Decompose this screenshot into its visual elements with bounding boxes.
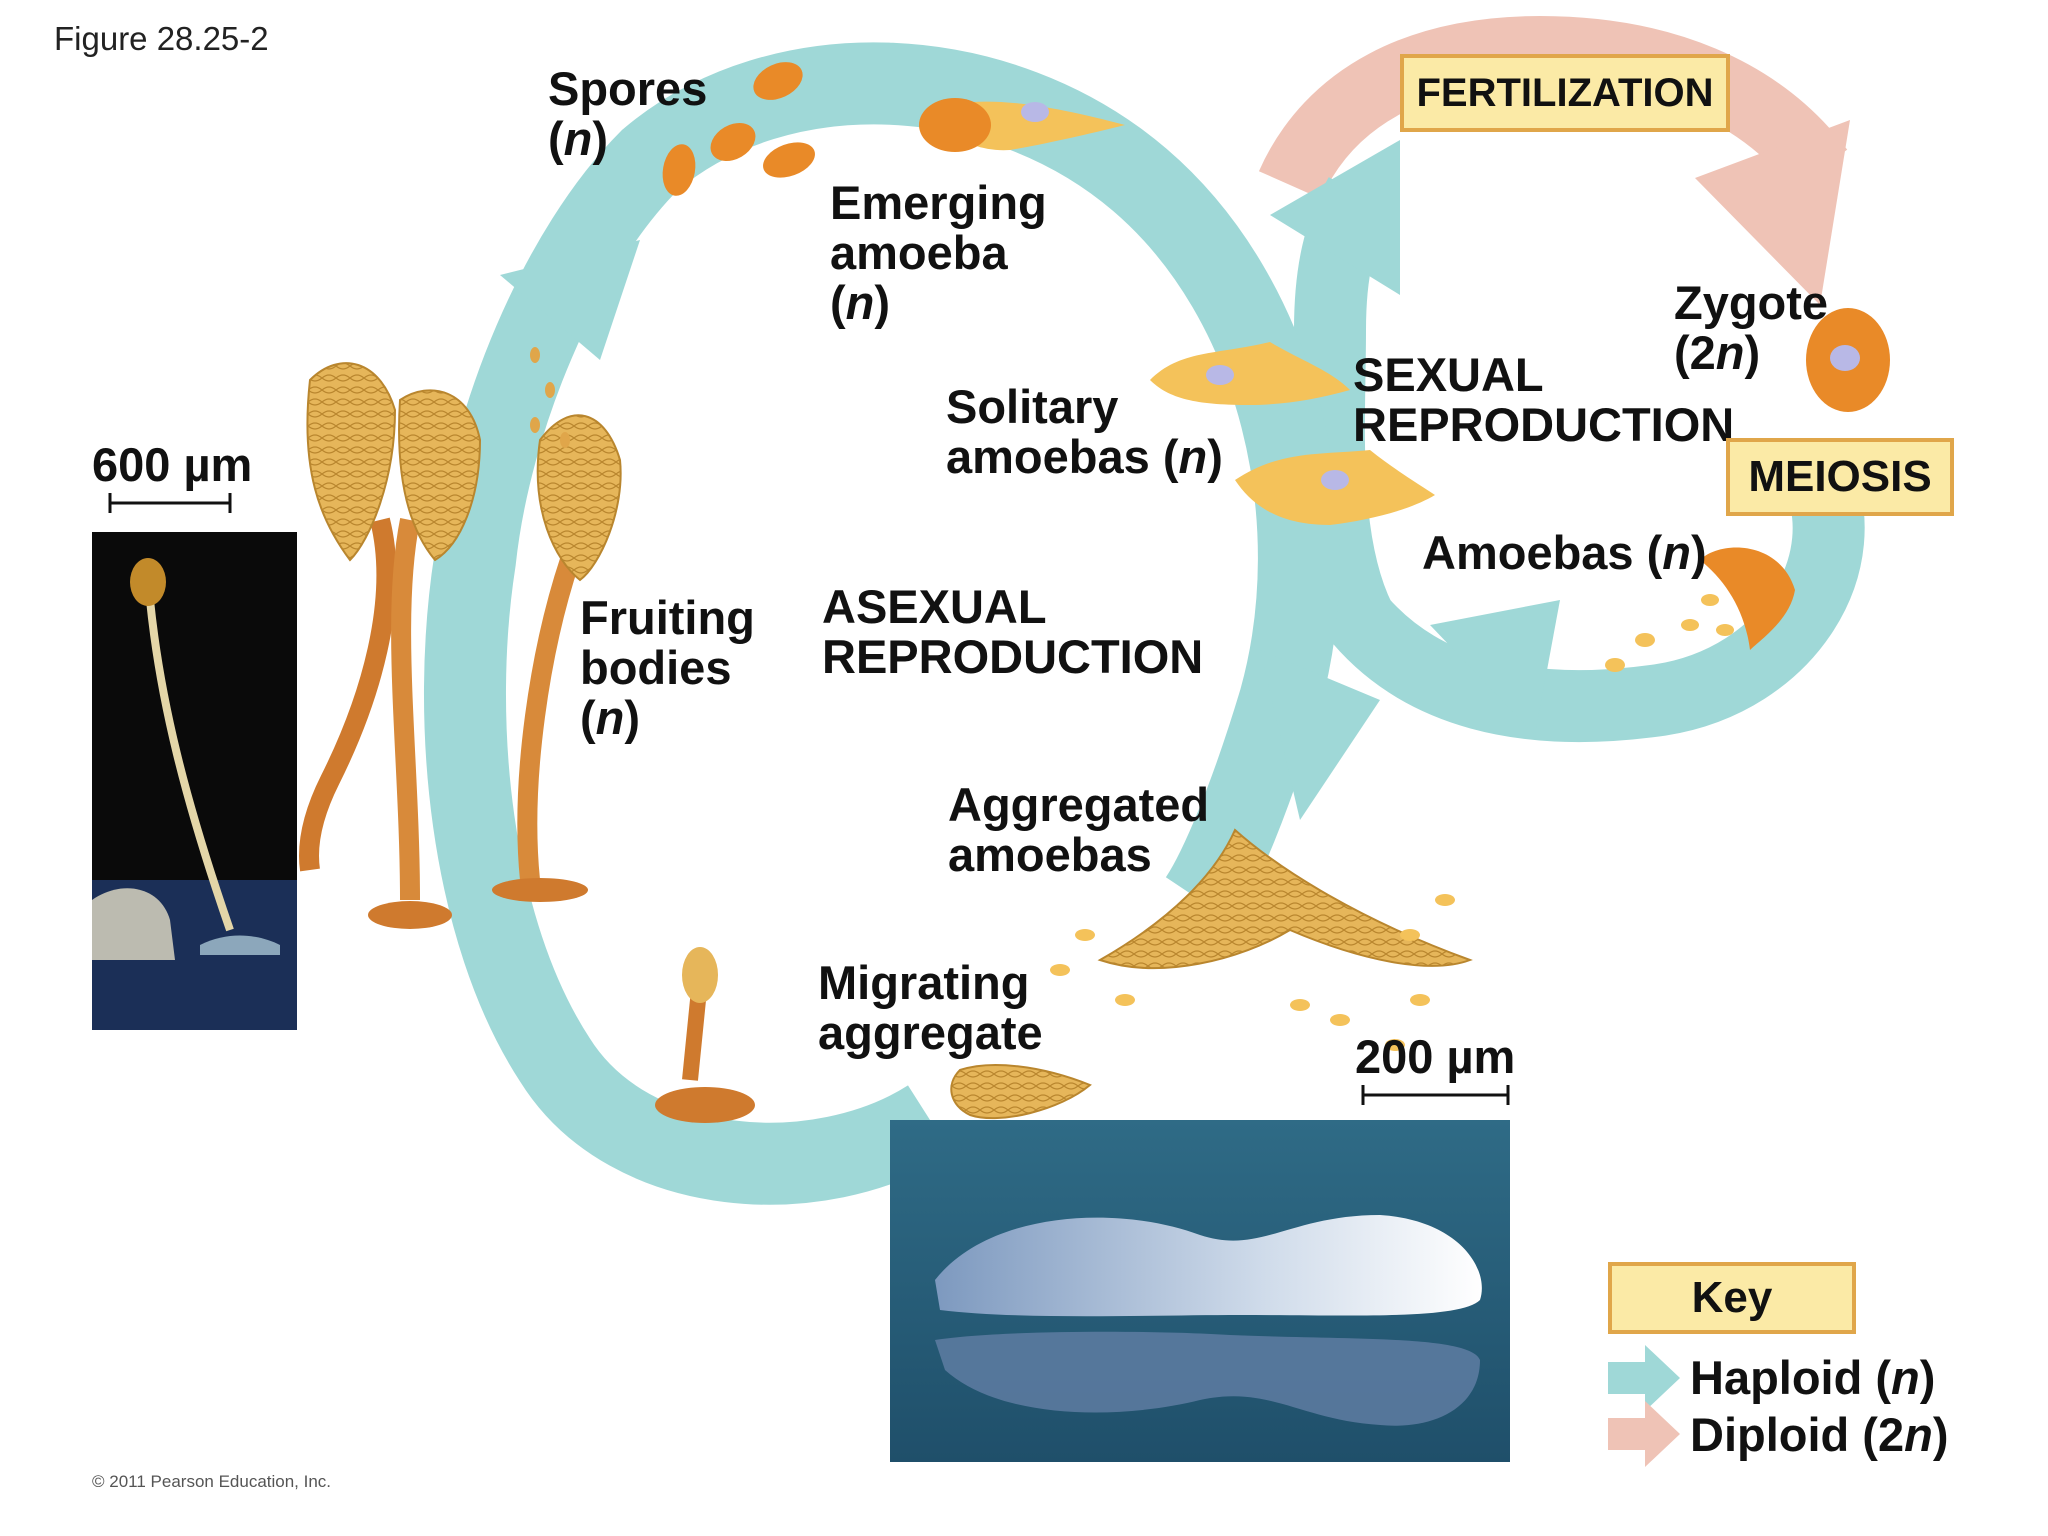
key-title: Key — [1608, 1262, 1856, 1334]
key-diploid-swatch — [1608, 1401, 1680, 1467]
label-zygote: Zygote (2n) — [1674, 278, 1828, 378]
label-emerging-line1: Emerging — [830, 176, 1047, 229]
emerging-amoeba-illustration — [919, 98, 1125, 152]
label-asexual-line2: REPRODUCTION — [822, 630, 1204, 683]
label-asexual-reproduction: ASEXUAL REPRODUCTION — [822, 582, 1203, 682]
key-diploid-label: Diploid (2n) — [1690, 1408, 1949, 1461]
fertilization-box: FERTILIZATION — [1400, 54, 1730, 132]
figure-label: Figure 28.25-2 — [54, 20, 269, 57]
label-migrating-line1: Migrating — [818, 956, 1030, 1009]
label-solitary-line2: amoebas (n) — [946, 430, 1223, 483]
label-spores: Spores (n) — [548, 64, 707, 164]
label-sexual-reproduction: SEXUAL REPRODUCTION — [1353, 350, 1734, 450]
label-amoebas-n: Amoebas (n) — [1422, 526, 1707, 579]
label-spores-line2: (n) — [548, 112, 609, 165]
asexual-haploid-arrow — [423, 42, 1380, 1205]
sexual-haploid-arrow — [1270, 140, 1865, 743]
label-migrating-line2: aggregate — [818, 1006, 1043, 1059]
label-aggregated-line2: amoebas — [948, 828, 1152, 881]
label-fruiting-line2: bodies — [580, 641, 732, 694]
fruiting-bodies-illustration — [299, 347, 622, 929]
label-solitary-amoebas: Solitary amoebas (n) — [946, 382, 1223, 482]
label-emerging-amoeba: Emerging amoeba (n) — [830, 178, 1047, 328]
scale-label-200um: 200 µm — [1355, 1030, 1516, 1083]
label-emerging-line3: (n) — [830, 276, 891, 329]
migrating-aggregate-illustration — [950, 1064, 1092, 1120]
label-solitary-line1: Solitary — [946, 380, 1119, 433]
label-fruiting-line3: (n) — [580, 691, 641, 744]
label-zygote-line2: (2n) — [1674, 326, 1761, 379]
copyright-notice: © 2011 Pearson Education, Inc. — [92, 1472, 332, 1491]
fruiting-body-photo — [92, 532, 297, 1030]
label-emerging-line2: amoeba — [830, 226, 1008, 279]
scale-bar-600um — [108, 493, 232, 513]
label-asexual-line1: ASEXUAL — [822, 580, 1047, 633]
solitary-amoebas-illustration — [1150, 342, 1435, 525]
meiosis-box: MEIOSIS — [1726, 438, 1954, 516]
spores-illustration — [662, 62, 815, 196]
diploid-arrow — [1258, 15, 1850, 305]
key-haploid-swatch — [1608, 1345, 1680, 1411]
label-migrating-aggregate: Migrating aggregate — [818, 958, 1043, 1058]
label-sexual-line2: REPRODUCTION — [1353, 398, 1735, 451]
aggregated-amoebas-illustration — [1050, 828, 1473, 1051]
key-haploid-label: Haploid (n) — [1690, 1351, 1936, 1404]
culminant-illustration — [655, 947, 755, 1123]
migrating-slug-photo — [890, 1120, 1510, 1462]
label-zygote-line1: Zygote — [1674, 276, 1829, 329]
label-spores-line1: Spores — [548, 62, 708, 115]
label-aggregated-amoebas: Aggregated amoebas — [948, 780, 1209, 880]
scale-label-600um: 600 µm — [92, 438, 253, 491]
scale-bar-200um — [1361, 1085, 1510, 1105]
released-amoebas-illustration — [1605, 547, 1795, 672]
label-fruiting-line1: Fruiting — [580, 591, 755, 644]
zygote-illustration — [1806, 308, 1890, 412]
label-fruiting-bodies: Fruiting bodies (n) — [580, 593, 755, 743]
label-aggregated-line1: Aggregated — [948, 778, 1210, 831]
label-sexual-line1: SEXUAL — [1353, 348, 1544, 401]
